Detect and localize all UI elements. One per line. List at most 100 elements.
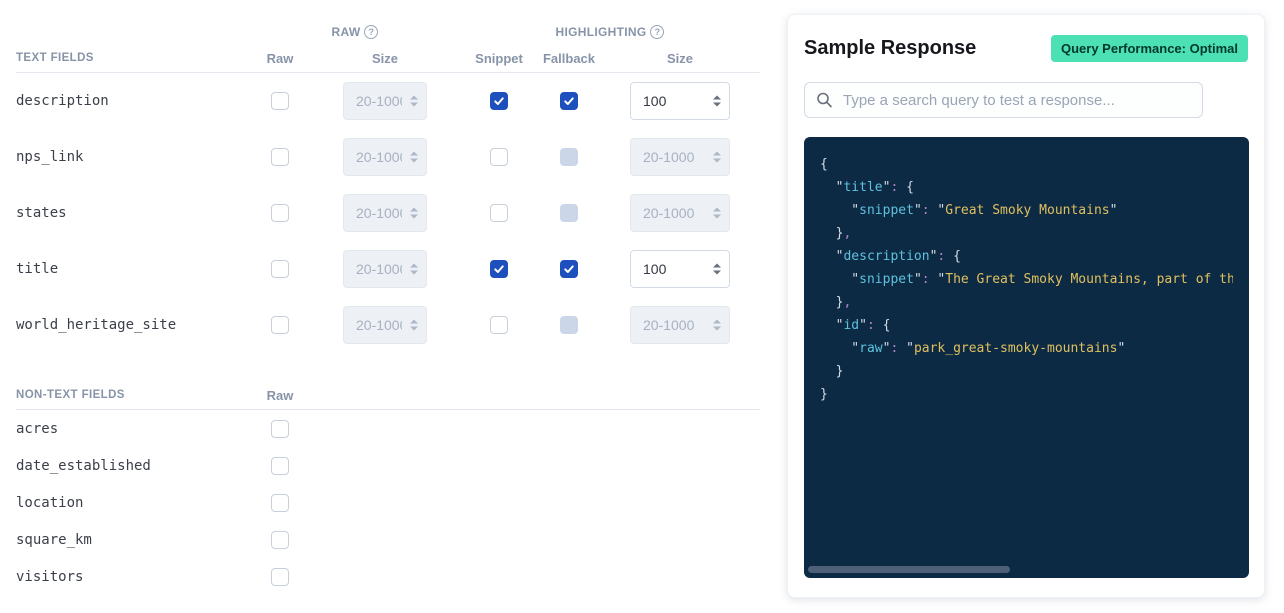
highlight-size-input-field[interactable]	[630, 250, 730, 288]
highlight-size-input-field	[630, 306, 730, 344]
raw-checkbox[interactable]	[271, 92, 289, 110]
raw-size-input	[343, 306, 427, 344]
highlight-size-input-field[interactable]	[630, 82, 730, 120]
fallback-checkbox[interactable]	[560, 92, 578, 110]
field-name: visitors	[16, 568, 84, 585]
table-row: location	[16, 484, 760, 521]
search-input[interactable]	[804, 82, 1203, 118]
snippet-checkbox[interactable]	[490, 92, 508, 110]
fallback-checkbox	[560, 204, 578, 222]
highlight-size-input[interactable]	[630, 250, 730, 288]
snippet-checkbox[interactable]	[490, 260, 508, 278]
stepper-arrows-icon	[410, 263, 418, 275]
stepper-arrows-icon	[713, 319, 721, 331]
raw-checkbox[interactable]	[271, 148, 289, 166]
card-title: Sample Response	[804, 37, 977, 59]
code-line: }	[820, 387, 828, 402]
horizontal-scrollbar-thumb[interactable]	[808, 566, 1010, 573]
stepper-arrows-icon[interactable]	[713, 263, 721, 275]
fallback-checkbox	[560, 316, 578, 334]
raw-column-header: Raw	[266, 50, 294, 66]
code-line: "description": {	[820, 249, 961, 264]
highlight-size-input-field	[630, 194, 730, 232]
raw-size-input-field	[343, 82, 427, 120]
raw-checkbox[interactable]	[271, 260, 289, 278]
highlight-size-input	[630, 194, 730, 232]
non-text-raw-column-header: Raw	[266, 387, 294, 403]
text-fields-body: description nps_link states	[16, 73, 760, 353]
field-name: acres	[16, 420, 59, 437]
raw-size-input	[343, 250, 427, 288]
raw-group-header: RAW ?	[250, 25, 460, 39]
stepper-arrows-icon	[410, 207, 418, 219]
table-row: title	[16, 241, 760, 297]
highlight-size-input	[630, 306, 730, 344]
code-line: "id": {	[820, 318, 891, 333]
stepper-arrows-icon[interactable]	[713, 95, 721, 107]
code-line: }	[820, 364, 844, 379]
field-name: nps_link	[16, 149, 84, 165]
field-name: description	[16, 93, 109, 109]
table-row: square_km	[16, 521, 760, 558]
raw-size-input-field	[343, 306, 427, 344]
sample-response-card: Sample Response Query Performance: Optim…	[787, 14, 1265, 598]
search-icon	[816, 92, 833, 109]
raw-checkbox[interactable]	[271, 419, 289, 438]
stepper-arrows-icon	[713, 207, 721, 219]
table-row: states	[16, 185, 760, 241]
field-name: title	[16, 261, 59, 277]
raw-size-input-field	[343, 250, 427, 288]
raw-checkbox[interactable]	[271, 456, 289, 475]
field-name: date_established	[16, 457, 151, 474]
column-header-row: TEXT FIELDS Raw Size Snippet Fallback Si…	[16, 44, 760, 72]
stepper-arrows-icon	[410, 319, 418, 331]
table-row: nps_link	[16, 129, 760, 185]
code-line: },	[820, 226, 852, 241]
highlighting-group-label: HIGHLIGHTING	[555, 25, 647, 39]
code-line: "snippet": "The Great Smoky Mountains, p…	[820, 272, 1233, 287]
highlighting-help-icon[interactable]: ?	[650, 25, 665, 39]
code-content: { "title": { "snippet": "Great Smoky Mou…	[820, 153, 1233, 406]
search-box	[804, 82, 1203, 118]
raw-checkbox[interactable]	[271, 567, 289, 586]
snippet-checkbox[interactable]	[490, 316, 508, 334]
field-name: location	[16, 494, 84, 511]
raw-checkbox[interactable]	[271, 530, 289, 549]
snippet-column-header: Snippet	[475, 50, 523, 66]
stepper-arrows-icon	[713, 151, 721, 163]
raw-size-column-header: Size	[371, 50, 398, 66]
fallback-column-header: Fallback	[542, 50, 596, 66]
raw-checkbox[interactable]	[271, 316, 289, 334]
raw-size-input	[343, 194, 427, 232]
non-text-fields-header: NON-TEXT FIELDS	[16, 389, 125, 401]
raw-size-input-field	[343, 138, 427, 176]
raw-help-icon[interactable]: ?	[364, 25, 379, 39]
table-row: world_heritage_site	[16, 297, 760, 353]
raw-checkbox[interactable]	[271, 493, 289, 512]
code-line: {	[820, 157, 828, 172]
highlight-size-column-header: Size	[666, 50, 693, 66]
stepper-arrows-icon	[410, 95, 418, 107]
raw-size-input	[343, 82, 427, 120]
divider	[16, 409, 760, 410]
code-line: "title": {	[820, 180, 914, 195]
fallback-checkbox	[560, 148, 578, 166]
group-header-row: RAW ? HIGHLIGHTING ?	[16, 20, 760, 44]
highlight-size-input-field	[630, 138, 730, 176]
table-row: acres	[16, 410, 760, 447]
raw-checkbox[interactable]	[271, 204, 289, 222]
snippet-checkbox[interactable]	[490, 148, 508, 166]
text-fields-header: TEXT FIELDS	[16, 52, 94, 64]
code-line: "snippet": "Great Smoky Mountains"	[820, 203, 1118, 218]
code-line: },	[820, 295, 852, 310]
field-name: world_heritage_site	[16, 317, 177, 333]
code-block: { "title": { "snippet": "Great Smoky Mou…	[804, 137, 1249, 578]
fallback-checkbox[interactable]	[560, 260, 578, 278]
highlight-size-input[interactable]	[630, 82, 730, 120]
highlighting-group-header: HIGHLIGHTING ?	[460, 25, 760, 39]
highlight-size-input	[630, 138, 730, 176]
snippet-checkbox[interactable]	[490, 204, 508, 222]
result-settings-table: RAW ? HIGHLIGHTING ? TEXT FIELDS Raw Siz…	[0, 20, 760, 595]
table-row: visitors	[16, 558, 760, 595]
non-text-column-header-row: NON-TEXT FIELDS Raw	[16, 381, 760, 409]
